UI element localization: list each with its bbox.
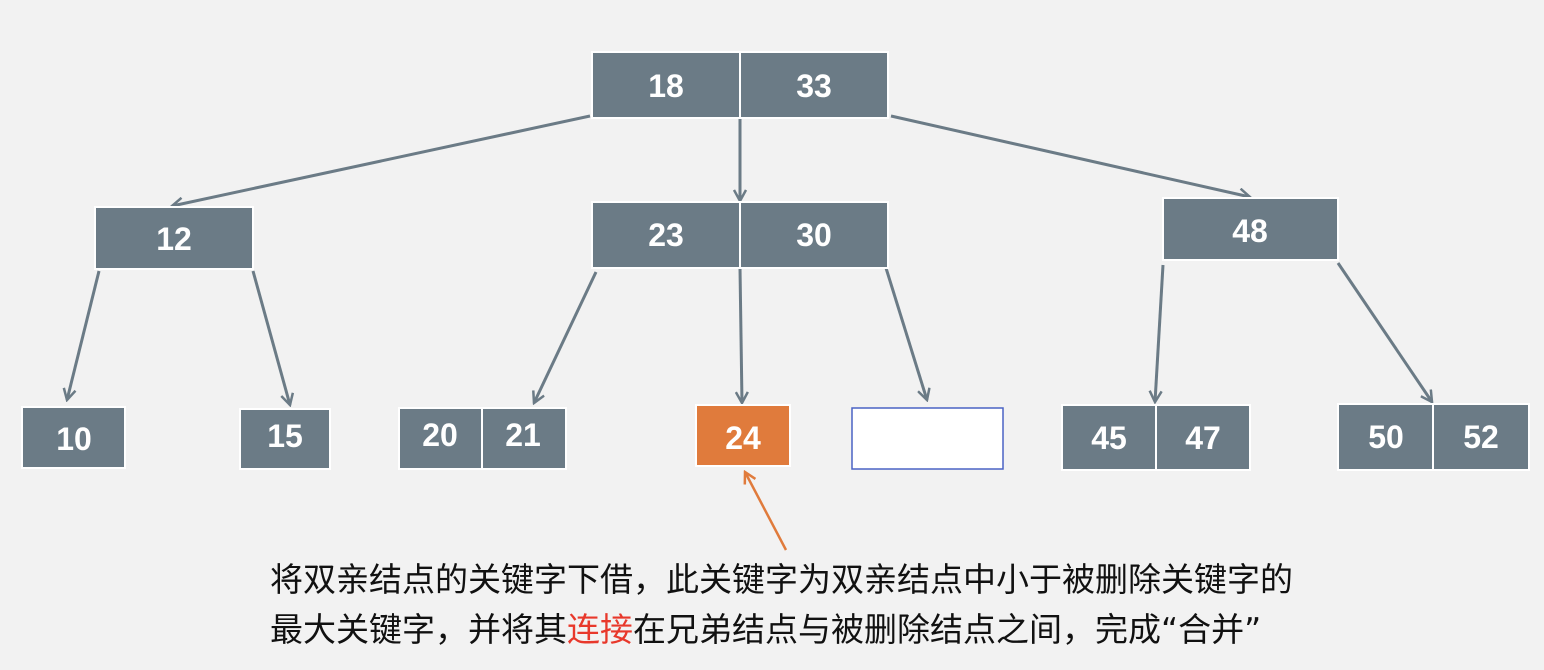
leaf-50-key: 50: [1368, 419, 1404, 455]
root-key-2: 33: [796, 68, 832, 104]
edge-12-to-10: [67, 270, 101, 400]
leaf-52-key: 52: [1463, 419, 1499, 455]
edge-23-to-20-21: [534, 271, 598, 403]
leaf-50-52: 50 52: [1337, 403, 1530, 471]
edge-30-to-empty: [884, 267, 927, 400]
root-key-1: 18: [648, 68, 684, 104]
leaf-10-key: 10: [56, 421, 92, 457]
leaf-empty: [851, 407, 1004, 470]
edge-12-to-15: [251, 270, 290, 405]
node-23-30: 23 30: [591, 201, 889, 269]
edge-root-to-12: [172, 114, 591, 206]
root-node: 18 33: [591, 51, 889, 119]
leaf-21-key: 21: [505, 417, 541, 453]
node-23-key: 23: [648, 217, 684, 253]
caption-highlight-word: 连接: [567, 610, 633, 649]
edge-root-to-48: [890, 114, 1250, 197]
annotation-arrow: [745, 472, 788, 551]
edge-48-to-45-47: [1155, 264, 1165, 402]
node-12: 12: [94, 206, 254, 270]
edge-48-to-50-52: [1336, 262, 1432, 402]
leaf-24-key: 24: [725, 420, 761, 456]
caption-line-2-start: 最大关键字，并将其: [270, 610, 567, 649]
caption-line-2-end: 在兄弟结点与被删除结点之间，完成“合并”: [633, 610, 1262, 649]
leaf-20-21: 20 21: [398, 407, 567, 470]
node-48-key: 48: [1232, 213, 1268, 249]
leaf-15: 15: [239, 408, 331, 470]
tree-edges: [67, 114, 1432, 405]
leaf-15-key: 15: [267, 418, 303, 454]
caption-line-1: 将双亲结点的关键字下借，此关键字为双亲结点中小于被删除关键字的: [270, 560, 1293, 599]
edge-mid-to-24: [740, 267, 742, 403]
leaf-47-key: 47: [1185, 420, 1221, 456]
leaf-20-key: 20: [422, 417, 458, 453]
leaf-10: 10: [21, 406, 126, 469]
caption: 将双亲结点的关键字下借，此关键字为双亲结点中小于被删除关键字的 最大关键字，并将…: [270, 555, 1510, 655]
leaf-45-key: 45: [1091, 420, 1127, 456]
node-30-key: 30: [796, 217, 832, 253]
leaf-24-highlighted: 24: [695, 404, 791, 467]
leaf-45-47: 45 47: [1061, 404, 1251, 471]
node-12-key: 12: [156, 221, 192, 257]
node-48: 48: [1162, 197, 1339, 261]
